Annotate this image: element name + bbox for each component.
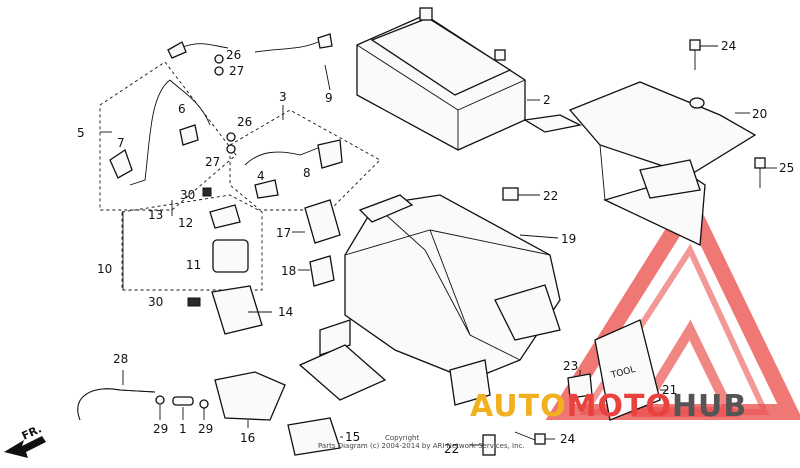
callout-10: 10 (97, 262, 112, 276)
battery (356, 7, 526, 151)
callout-8: 8 (303, 166, 311, 180)
group-outline-10 (121, 194, 263, 291)
callout-20: 20 (752, 107, 767, 121)
fuse-relay (304, 199, 341, 287)
callout-7: 7 (117, 136, 125, 150)
watermark-part-hub: HUB (672, 389, 747, 424)
callout-12: 12 (178, 216, 193, 230)
leader-lines (100, 45, 777, 446)
callout-5: 5 (77, 126, 85, 140)
callout-29a: 29 (153, 422, 168, 436)
tool-bag (214, 371, 341, 456)
callout-17: 17 (276, 226, 291, 240)
callout-16: 16 (240, 431, 255, 445)
tool-tag: TOOL (567, 319, 661, 421)
callout-28: 28 (113, 352, 128, 366)
callout-9: 9 (325, 91, 333, 105)
group-outline-3 (229, 109, 381, 211)
callout-4: 4 (257, 169, 265, 183)
copyright: Copyright Parts Diagram (c) 2004-2014 by… (318, 434, 525, 450)
svg-text:AUTOMOTOHUB: AUTOMOTOHUB (470, 389, 747, 424)
front-arrow: FR. (4, 422, 46, 458)
callout-30b: 30 (148, 295, 163, 309)
callout-22b: 22 (444, 442, 459, 456)
callout-13: 13 (148, 208, 163, 222)
callout-11: 11 (186, 258, 201, 272)
callout-27a: 27 (229, 64, 244, 78)
callout-29b: 29 (198, 422, 213, 436)
callout-2: 2 (543, 93, 551, 107)
callout-19: 19 (561, 232, 576, 246)
watermark-part-auto: AUTO (470, 389, 567, 424)
callout-1: 1 (179, 422, 187, 436)
watermark-text: AUTOMOTOHUB (470, 389, 747, 424)
callout-26a: 26 (226, 48, 241, 62)
watermark-logo (545, 188, 800, 420)
breather-tube (77, 388, 209, 421)
callout-14: 14 (278, 305, 293, 319)
callouts: 1 2 3 4 5 6 7 8 9 10 11 12 13 14 15 16 1… (77, 39, 794, 456)
battery-box (298, 194, 561, 406)
battery-cables (109, 33, 343, 199)
callout-22a: 22 (543, 189, 558, 203)
bolts (482, 39, 766, 456)
callout-24b: 24 (560, 432, 575, 446)
callout-25: 25 (779, 161, 794, 175)
callout-15: 15 (345, 430, 360, 444)
starter-relay (187, 187, 263, 335)
watermark-part-moto: MOTO (567, 389, 672, 424)
callout-18: 18 (281, 264, 296, 278)
callout-27b: 27 (205, 155, 220, 169)
callout-30a: 30 (180, 188, 195, 202)
callout-3: 3 (279, 90, 287, 104)
callout-6: 6 (178, 102, 186, 116)
copyright-line-2: Parts Diagram (c) 2004-2014 by ARI Netwo… (318, 442, 525, 450)
copyright-line-1: Copyright (385, 434, 419, 442)
callout-24a: 24 (721, 39, 736, 53)
battery-holder-plate (523, 81, 757, 246)
callout-21: 21 (662, 383, 677, 397)
group-outline-5 (99, 61, 237, 211)
callout-26b: 26 (237, 115, 252, 129)
callout-23: 23 (563, 359, 578, 373)
